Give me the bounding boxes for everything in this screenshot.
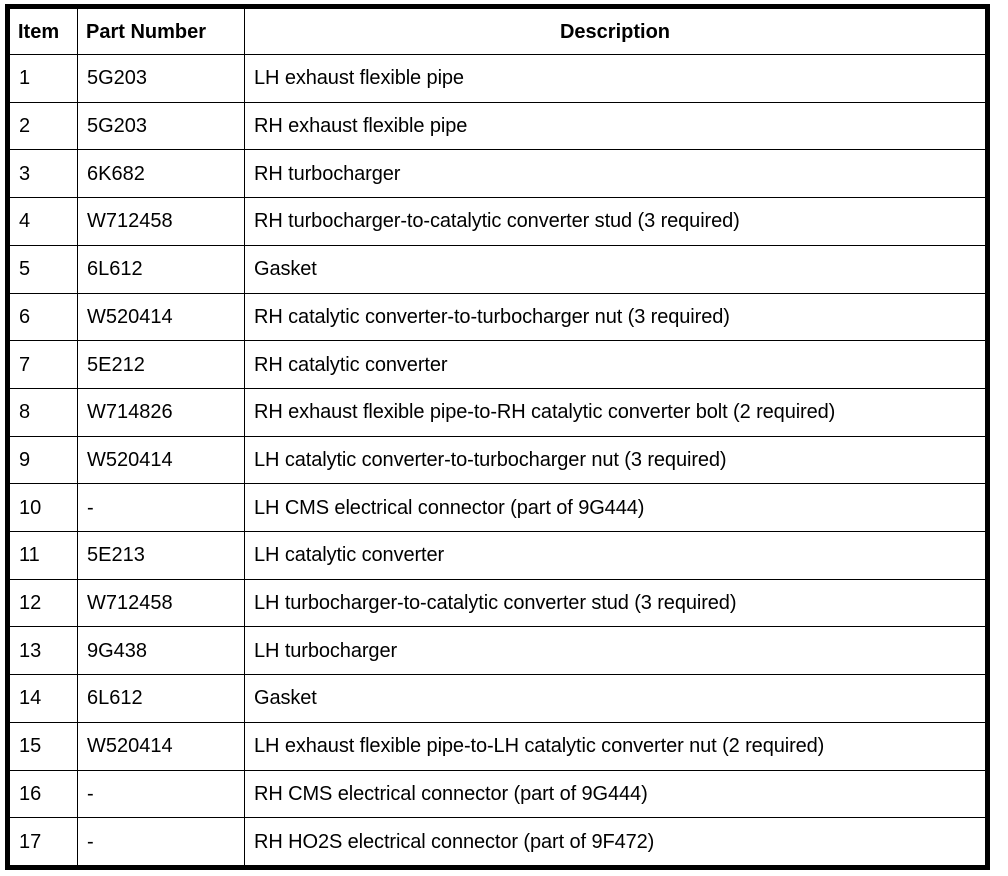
- cell-description: LH turbocharger-to-catalytic converter s…: [244, 578, 986, 628]
- table-row: 16-RH CMS electrical connector (part of …: [9, 769, 986, 819]
- cell-item: 15: [9, 721, 78, 771]
- column-header-item: Item: [9, 8, 78, 55]
- cell-description: RH exhaust flexible pipe-to-RH catalytic…: [244, 387, 986, 437]
- cell-item: 3: [9, 149, 78, 199]
- cell-part-number: 6L612: [77, 674, 245, 723]
- column-header-part-number: Part Number: [77, 8, 245, 55]
- cell-description: LH exhaust flexible pipe: [244, 54, 986, 103]
- cell-description: RH turbocharger: [244, 149, 986, 199]
- cell-part-number: 5G203: [77, 54, 245, 103]
- cell-description: LH CMS electrical connector (part of 9G4…: [244, 483, 986, 533]
- cell-item: 10: [9, 483, 78, 533]
- column-header-description: Description: [244, 8, 986, 55]
- cell-part-number: 5G203: [77, 101, 245, 151]
- cell-item: 13: [9, 626, 78, 676]
- cell-item: 8: [9, 387, 78, 437]
- table-row: 17-RH HO2S electrical connector (part of…: [9, 817, 986, 866]
- cell-item: 6: [9, 292, 78, 342]
- cell-description: RH turbocharger-to-catalytic converter s…: [244, 197, 986, 246]
- cell-item: 4: [9, 197, 78, 246]
- cell-description: RH exhaust flexible pipe: [244, 101, 986, 151]
- cell-item: 11: [9, 531, 78, 580]
- cell-item: 5: [9, 244, 78, 294]
- cell-description: LH catalytic converter-to-turbocharger n…: [244, 435, 986, 485]
- cell-item: 1: [9, 54, 78, 103]
- cell-item: 14: [9, 674, 78, 723]
- cell-part-number: -: [77, 769, 245, 819]
- cell-description: RH catalytic converter-to-turbocharger n…: [244, 292, 986, 342]
- table-header-row: Item Part Number Description: [9, 8, 986, 55]
- cell-item: 16: [9, 769, 78, 819]
- cell-item: 17: [9, 817, 78, 866]
- table-row: 10-LH CMS electrical connector (part of …: [9, 483, 986, 533]
- cell-part-number: 5E213: [77, 531, 245, 580]
- table-header: Item Part Number Description: [9, 8, 986, 55]
- cell-item: 2: [9, 101, 78, 151]
- cell-part-number: W520414: [77, 721, 245, 771]
- cell-description: RH CMS electrical connector (part of 9G4…: [244, 769, 986, 819]
- cell-description: LH catalytic converter: [244, 531, 986, 580]
- cell-part-number: W520414: [77, 292, 245, 342]
- cell-part-number: 5E212: [77, 340, 245, 389]
- cell-description: Gasket: [244, 674, 986, 723]
- cell-part-number: W712458: [77, 578, 245, 628]
- cell-description: LH turbocharger: [244, 626, 986, 676]
- cell-item: 7: [9, 340, 78, 389]
- cell-part-number: 9G438: [77, 626, 245, 676]
- cell-item: 12: [9, 578, 78, 628]
- cell-part-number: W712458: [77, 197, 245, 246]
- cell-description: LH exhaust flexible pipe-to-LH catalytic…: [244, 721, 986, 771]
- cell-part-number: -: [77, 817, 245, 866]
- cell-part-number: 6L612: [77, 244, 245, 294]
- cell-part-number: 6K682: [77, 149, 245, 199]
- cell-part-number: W714826: [77, 387, 245, 437]
- cell-description: RH HO2S electrical connector (part of 9F…: [244, 817, 986, 866]
- cell-description: RH catalytic converter: [244, 340, 986, 389]
- cell-description: Gasket: [244, 244, 986, 294]
- cell-item: 9: [9, 435, 78, 485]
- cell-part-number: -: [77, 483, 245, 533]
- cell-part-number: W520414: [77, 435, 245, 485]
